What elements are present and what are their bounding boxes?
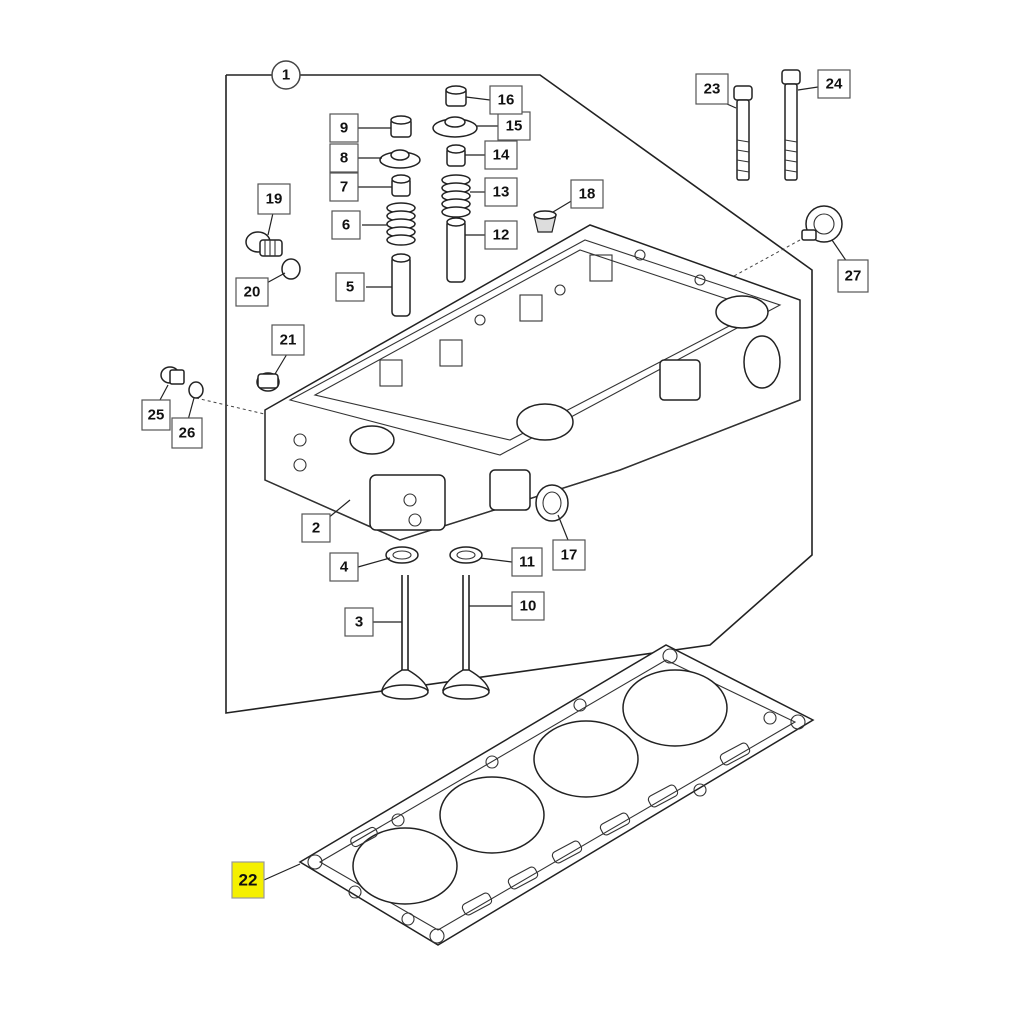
plug-21-part [256,372,280,392]
callout-21[interactable]: 21 [271,324,305,356]
seal-11-part [449,546,483,564]
callout-4[interactable]: 4 [329,552,359,582]
intake-valve-3 [380,575,430,700]
svg-text:10: 10 [520,598,537,615]
callout-17[interactable]: 17 [552,539,586,571]
head-gasket [298,644,815,946]
leader-18 [552,199,574,213]
retainer-15-part [432,116,478,138]
callout-18[interactable]: 18 [570,179,604,209]
callout-5[interactable]: 5 [335,272,365,302]
svg-text:15: 15 [506,118,523,135]
callout-8[interactable]: 8 [329,143,359,173]
svg-text:6: 6 [342,217,350,234]
assembly-outline [225,74,813,714]
svg-text:22: 22 [239,871,258,890]
keeper-7-part [391,174,411,197]
spring-13-part [441,174,471,218]
leader-21 [274,353,288,375]
callout-14[interactable]: 14 [484,140,518,170]
plug-19-part [245,231,283,257]
svg-text:20: 20 [244,284,261,301]
svg-text:17: 17 [561,547,578,564]
leader-26 [187,397,195,421]
guide-12-part [446,217,466,283]
seal-4-part [385,546,419,564]
leader-24 [797,86,819,91]
leader-19 [267,212,274,236]
svg-text:1: 1 [282,67,290,84]
leader-16 [465,96,491,101]
callout-16[interactable]: 16 [489,85,523,115]
callout-7[interactable]: 7 [329,172,359,202]
leader-22 [263,863,301,881]
seal-17-part [535,484,569,522]
svg-text:12: 12 [493,227,510,244]
exhaust-valve-10 [441,575,491,700]
svg-text:18: 18 [579,186,596,203]
leader-25 [159,384,169,401]
leader-27 [831,239,848,263]
svg-text:2: 2 [312,520,320,537]
spring-6-part [386,202,416,246]
washer-26-part [188,381,204,399]
plug-25-part [160,366,185,385]
retainer-8-part [379,149,421,169]
callout-10[interactable]: 10 [511,591,545,621]
callout-6[interactable]: 6 [331,210,361,240]
callout-13[interactable]: 13 [484,177,518,207]
svg-text:16: 16 [498,92,515,109]
callout-22[interactable]: 22 [231,861,265,899]
callout-2[interactable]: 2 [301,513,331,543]
svg-text:7: 7 [340,179,348,196]
callout-3[interactable]: 3 [344,607,374,637]
svg-text:26: 26 [179,425,196,442]
callout-27[interactable]: 27 [837,259,869,293]
callout-24[interactable]: 24 [817,69,851,99]
bolt-23-part [733,85,753,181]
callout-15[interactable]: 15 [497,111,531,141]
callout-26[interactable]: 26 [171,417,203,449]
svg-text:13: 13 [493,184,510,201]
svg-text:11: 11 [519,554,535,571]
plug-27-part [801,205,843,243]
leader-4 [357,557,391,568]
cap-16-part [445,85,467,107]
o-ring-20-part [281,258,301,280]
svg-text:3: 3 [355,614,363,631]
guide-5-part [391,253,411,317]
keeper-14-part [446,144,466,167]
svg-text:14: 14 [493,147,510,164]
bolt-24-part [781,69,801,181]
svg-text:23: 23 [704,81,721,98]
svg-text:5: 5 [346,279,354,296]
leader-17 [557,514,569,541]
callout-1[interactable]: 1 [271,60,301,90]
callout-19[interactable]: 19 [257,183,291,215]
svg-text:9: 9 [340,120,348,137]
callout-23[interactable]: 23 [695,73,729,105]
cylinder-head [264,224,801,541]
callout-25[interactable]: 25 [141,399,171,431]
svg-text:4: 4 [340,559,349,576]
svg-text:8: 8 [340,150,348,167]
callout-9[interactable]: 9 [329,113,359,143]
callout-20[interactable]: 20 [235,277,269,307]
svg-text:27: 27 [845,268,862,285]
leader-11 [479,557,513,563]
sensor-18-part [533,210,557,233]
svg-text:24: 24 [826,76,843,93]
svg-text:21: 21 [280,332,297,349]
svg-text:25: 25 [148,407,165,424]
callout-12[interactable]: 12 [484,220,518,250]
svg-text:19: 19 [266,191,283,208]
callout-11[interactable]: 11 [511,547,543,577]
cap-9-part [390,115,412,138]
